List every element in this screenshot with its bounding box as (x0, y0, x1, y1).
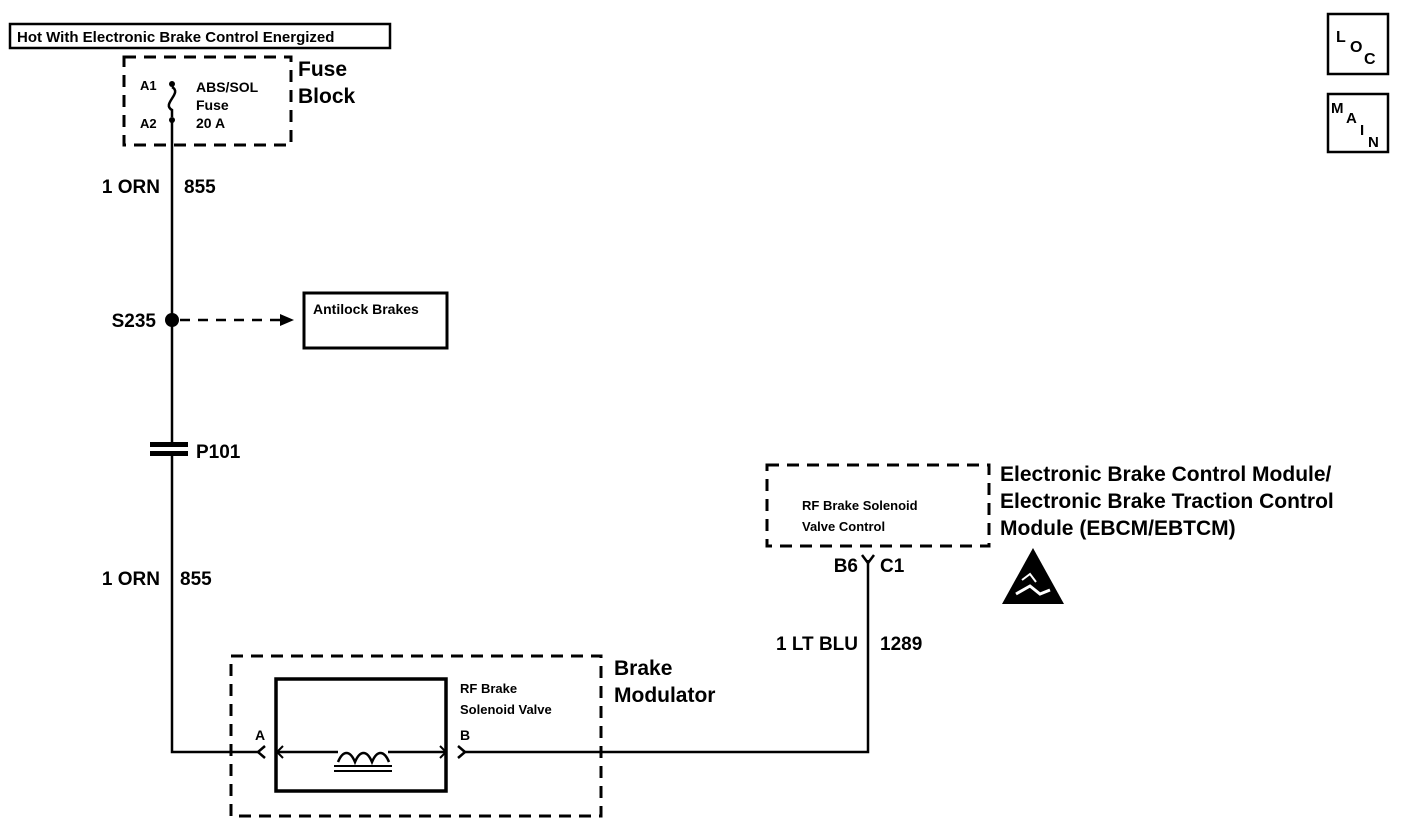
main-letter-2: A (1346, 110, 1357, 127)
fuse-pin-a1: A1 (140, 78, 157, 93)
loc-letter-2: O (1350, 39, 1362, 56)
ebcm-title-2: Electronic Brake Traction Control (1000, 490, 1334, 513)
main-letter-4: N (1368, 134, 1379, 151)
main-letter-3: I (1360, 122, 1364, 139)
wire-1289 (465, 560, 870, 754)
terminal-a-icon (256, 745, 266, 759)
power-source-text: Hot With Electronic Brake Control Energi… (17, 29, 334, 46)
brake-modulator-outline (229, 654, 603, 818)
wire-right-gauge: 1 LT BLU (776, 634, 858, 655)
esd-warning-icon (1002, 548, 1064, 604)
connector-label: P101 (196, 442, 241, 463)
modulator-pin-b: B (460, 727, 470, 743)
connector-p101: P101 (150, 442, 241, 463)
fuse-block-title-1: Fuse (298, 58, 347, 81)
ebcm-title-3: Module (EBCM/EBTCM) (1000, 517, 1236, 540)
ebcm-outline (765, 463, 991, 548)
ebcm-pin-b6: B6 (834, 556, 858, 577)
brake-modulator: Brake Modulator RF Brake Solenoid Valve … (229, 654, 715, 818)
ebcm-title-1: Electronic Brake Control Module/ (1000, 463, 1332, 486)
splice-label: S235 (112, 311, 157, 332)
wire-right-circuit: 1289 (880, 634, 922, 655)
fuse-word: Fuse (196, 97, 229, 113)
main-letter-1: M (1331, 100, 1344, 117)
solenoid-valve-label-2: Solenoid Valve (460, 702, 552, 717)
splice-dot (165, 313, 179, 327)
solenoid-valve-label-1: RF Brake (460, 681, 517, 696)
ebcm-module: RF Brake Solenoid Valve Control Electron… (765, 463, 1334, 604)
fuse-name: ABS/SOL (196, 79, 259, 95)
ebcm-terminal-icon (861, 554, 875, 566)
loc-button[interactable]: L O C (1326, 12, 1390, 76)
fuse-terminal-top (169, 81, 175, 87)
fuse-block-outline (122, 55, 293, 147)
wire-top-gauge: 1 ORN (102, 177, 160, 198)
fuse-block: Fuse Block A1 A2 ABS/SOL Fuse 20 A (122, 55, 356, 147)
modulator-pin-a: A (255, 727, 265, 743)
fuse-symbol (167, 85, 177, 117)
fuse-rating: 20 A (196, 115, 225, 131)
coil-arrowheads (275, 745, 448, 759)
main-button[interactable]: M A I N (1326, 92, 1390, 154)
wire-mid-circuit: 855 (180, 569, 212, 590)
terminal-b-icon (457, 745, 467, 759)
coil-core (334, 765, 392, 772)
solenoid-valve-box (274, 677, 448, 793)
brake-modulator-title-2: Modulator (614, 684, 715, 707)
brake-modulator-title-1: Brake (614, 657, 672, 680)
wire-top-circuit: 855 (184, 177, 216, 198)
antilock-brakes-box[interactable]: Antilock Brakes (302, 291, 449, 350)
ebcm-inner-label-1: RF Brake Solenoid (802, 498, 918, 513)
ebcm-inner-label-2: Valve Control (802, 519, 885, 534)
ebcm-pin-c1: C1 (880, 556, 905, 577)
antilock-brakes-label: Antilock Brakes (313, 301, 419, 317)
fuse-block-title-2: Block (298, 85, 356, 108)
wire-855-lower (170, 456, 258, 754)
arrow-icon (280, 314, 294, 326)
solenoid-coil-icon (336, 751, 391, 766)
loc-letter-1: L (1336, 29, 1346, 46)
wire-mid-gauge: 1 ORN (102, 569, 160, 590)
loc-letter-3: C (1364, 51, 1376, 68)
power-source-label: Hot With Electronic Brake Control Energi… (8, 22, 392, 50)
fuse-pin-a2: A2 (140, 116, 157, 131)
